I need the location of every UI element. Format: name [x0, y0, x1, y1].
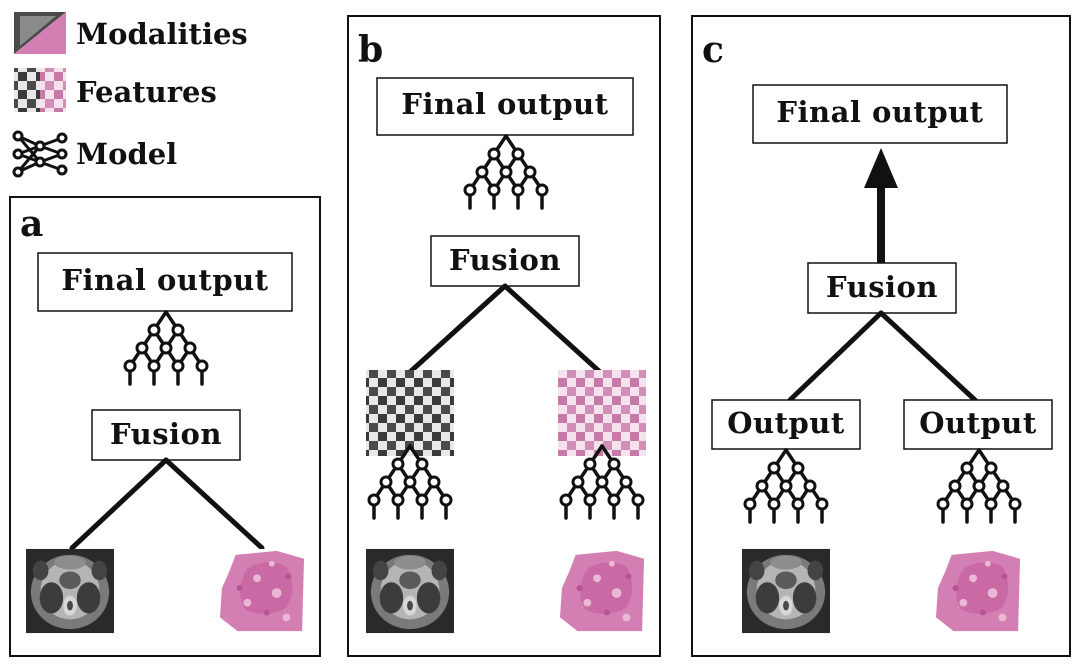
legend: Modalities Features Model: [12, 12, 248, 178]
panel-c-mri-image: [742, 548, 830, 634]
panel-c-histology-image: [934, 548, 1022, 634]
panel-a-fusion-label: Fusion: [110, 417, 222, 451]
panel-c-final-output-label: Final output: [776, 95, 983, 129]
panel-c-letter: c: [702, 29, 724, 71]
panel-b-fusion-branches: [407, 283, 603, 375]
panel-b-final-output-box: [376, 77, 634, 136]
panel-a: a Final output Fusion: [9, 196, 321, 657]
panel-c-output-left-box: [711, 399, 861, 450]
panel-b-fusion-network-icon: [463, 134, 549, 210]
panel-c-final-output-box: [752, 84, 1008, 144]
legend-features-label: Features: [76, 75, 217, 109]
panel-c-output-left-label: Output: [727, 406, 845, 440]
panel-a-histology-image: [218, 548, 306, 634]
panel-b-mri-feature-map: [366, 370, 454, 456]
model-icon: [12, 130, 68, 178]
panel-b-histology-feature-map: [558, 370, 646, 456]
panel-b-letter: b: [358, 29, 383, 71]
features-icon: [14, 68, 66, 112]
panel-a-fusion-branches: [69, 457, 265, 551]
panel-a-mri-image: [26, 548, 114, 634]
panel-b-histology-image: [558, 548, 646, 634]
panel-c-output-right-label: Output: [919, 406, 1037, 440]
panel-b: b Final output Fusion: [347, 15, 661, 657]
panel-c-mri-network-icon: [743, 448, 829, 524]
panel-c-fusion-branches: [787, 310, 978, 403]
panel-c: c Final output Fusion Output Output: [691, 15, 1071, 657]
legend-modalities-label: Modalities: [76, 17, 248, 51]
panel-a-final-output-box: [37, 252, 293, 312]
panel-a-fusion-network-icon: [123, 310, 209, 386]
panel-b-histology-network-icon: [559, 444, 645, 520]
panel-a-letter: a: [20, 203, 43, 245]
panel-a-final-output-label: Final output: [61, 263, 268, 297]
panel-a-fusion-box: [91, 409, 241, 461]
panel-b-fusion-label: Fusion: [449, 243, 561, 277]
panel-c-histology-network-icon: [936, 448, 1022, 524]
panel-c-fusion-label: Fusion: [826, 270, 938, 304]
panel-b-mri-image: [366, 548, 454, 634]
legend-model-label: Model: [76, 137, 177, 171]
panel-b-fusion-box: [430, 235, 580, 287]
panel-b-final-output-label: Final output: [401, 87, 608, 121]
modalities-icon: [14, 12, 66, 54]
panel-c-output-right-box: [903, 399, 1053, 450]
panel-b-mri-network-icon: [367, 444, 453, 520]
